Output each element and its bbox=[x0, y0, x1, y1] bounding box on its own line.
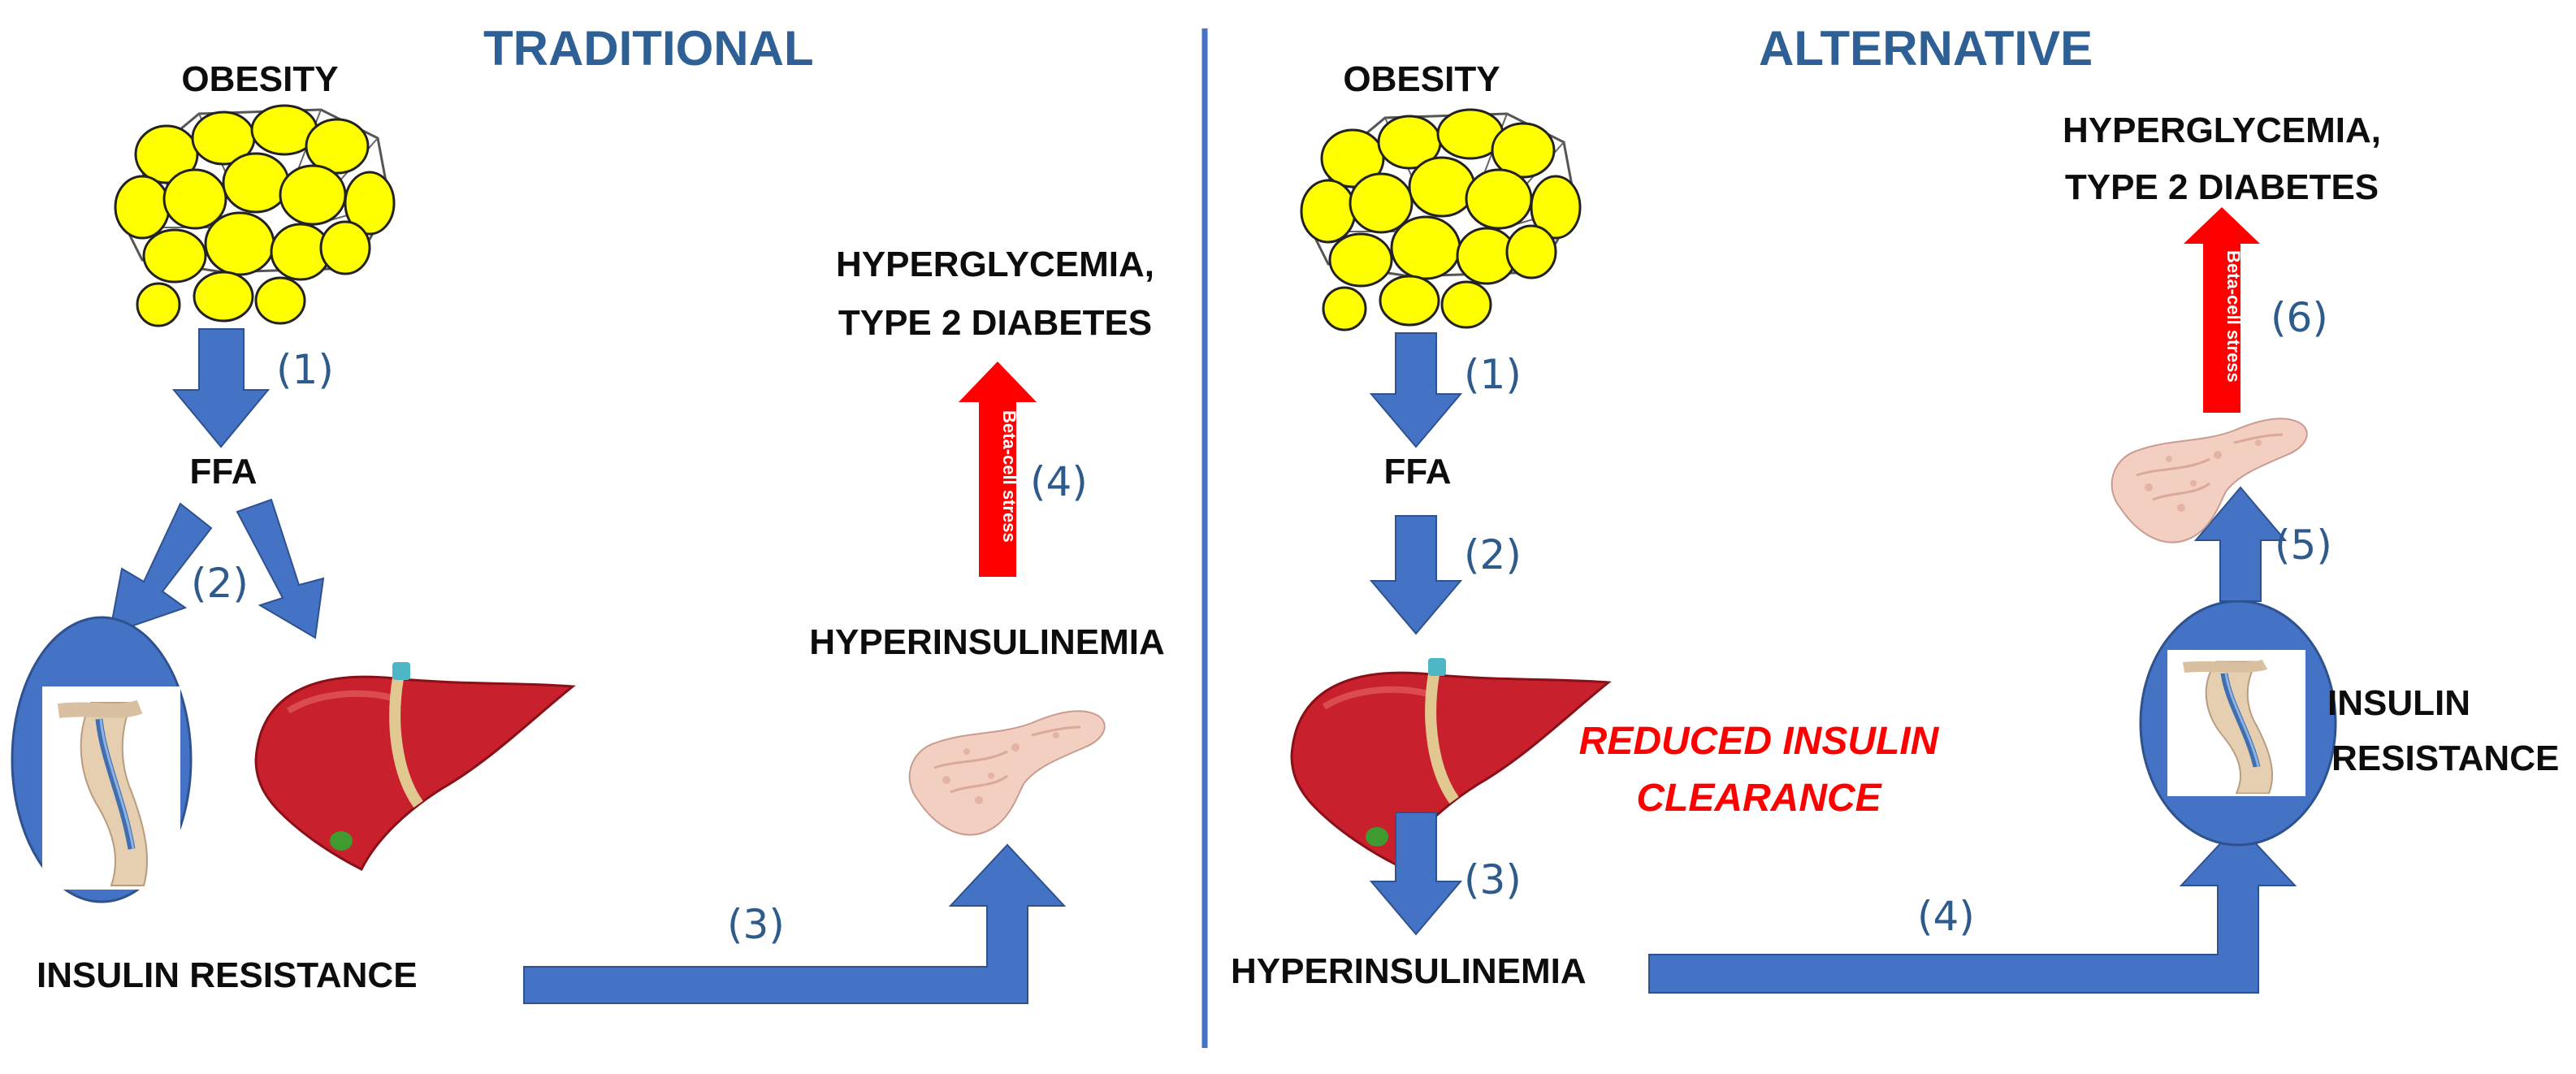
alternative-obesity-label: OBESITY bbox=[1343, 59, 1500, 99]
traditional-outcome-line2: TYPE 2 DIABETES bbox=[838, 303, 1152, 343]
traditional-step-1: (1) bbox=[276, 346, 334, 393]
alternative-beta-cell-stress-label: Beta-cell stress bbox=[2223, 250, 2244, 383]
alternative-step-6: (6) bbox=[2271, 294, 2328, 341]
alternative-outcome-line1: HYPERGLYCEMIA, bbox=[2063, 110, 2381, 150]
traditional-obesity-label: OBESITY bbox=[181, 59, 338, 99]
alternative-hyperinsulinemia-label: HYPERINSULINEMIA bbox=[1231, 951, 1587, 991]
traditional-arrow-2-right bbox=[236, 498, 325, 639]
alternative-arrow-3 bbox=[1369, 812, 1463, 936]
alternative-step-1: (1) bbox=[1464, 351, 1522, 398]
traditional-beta-cell-stress-label: Beta-cell stress bbox=[999, 410, 1020, 543]
alternative-insulin-resistance-line1: INSULIN bbox=[2327, 683, 2470, 723]
traditional-title: TRADITIONAL bbox=[483, 21, 814, 76]
traditional-outcome-line1: HYPERGLYCEMIA, bbox=[836, 245, 1154, 284]
traditional-step-4: (4) bbox=[1030, 458, 1088, 505]
alternative-step-3: (3) bbox=[1464, 856, 1522, 903]
traditional-step-2: (2) bbox=[191, 560, 249, 607]
alternative-outcome-line2: TYPE 2 DIABETES bbox=[2065, 167, 2379, 207]
alternative-step-2: (2) bbox=[1464, 531, 1522, 578]
traditional-step-3: (3) bbox=[727, 901, 785, 948]
traditional-hyperinsulinemia-label: HYPERINSULINEMIA bbox=[809, 622, 1165, 662]
alternative-ffa-label: FFA bbox=[1383, 452, 1451, 492]
traditional-ffa-label: FFA bbox=[189, 452, 257, 492]
reduced-clearance-line2: CLEARANCE bbox=[1636, 777, 1882, 820]
alternative-insulin-resistance-line2: RESISTANCE bbox=[2331, 738, 2559, 778]
traditional-arrow-1 bbox=[171, 328, 271, 448]
traditional-arrow-2-left bbox=[108, 502, 213, 635]
traditional-pancreas-icon bbox=[908, 709, 1106, 837]
alternative-title: ALTERNATIVE bbox=[1759, 21, 2093, 76]
alternative-step-4: (4) bbox=[1917, 893, 1975, 940]
alternative-fat-cells-icon bbox=[1300, 108, 1582, 331]
alternative-red-arrow-6 bbox=[2184, 207, 2260, 413]
traditional-arrow-3 bbox=[523, 843, 1067, 1004]
traditional-fat-cells-icon bbox=[114, 104, 396, 327]
reduced-clearance-line1: REDUCED INSULIN bbox=[1579, 720, 1940, 763]
alternative-muscle-icon bbox=[2167, 650, 2305, 796]
traditional-red-arrow-4 bbox=[959, 362, 1037, 577]
traditional-muscle-icon bbox=[42, 686, 180, 890]
alternative-step-5: (5) bbox=[2275, 522, 2332, 569]
alternative-liver-icon bbox=[1292, 658, 1608, 865]
alternative-arrow-5 bbox=[2193, 486, 2288, 602]
alternative-arrow-1 bbox=[1369, 332, 1463, 448]
traditional-insulin-resistance-label: INSULIN RESISTANCE bbox=[37, 955, 418, 995]
traditional-liver-icon bbox=[256, 662, 573, 869]
alternative-arrow-2 bbox=[1369, 515, 1463, 635]
